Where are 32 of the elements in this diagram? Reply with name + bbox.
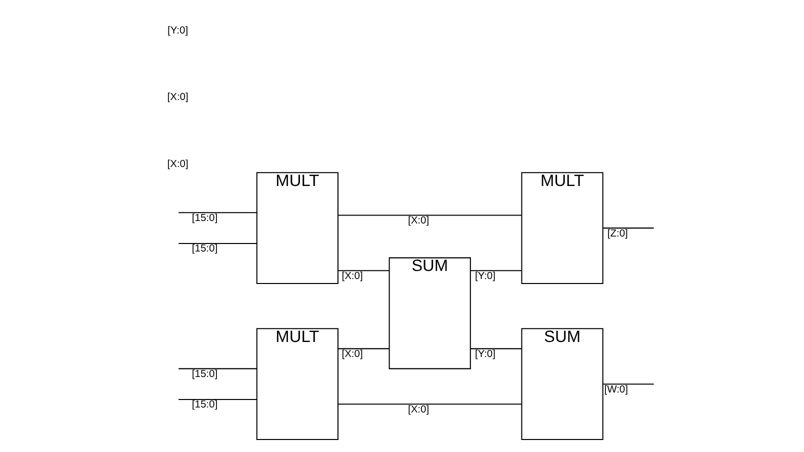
label: [X:0]: [166, 158, 188, 170]
label: [X:0]: [166, 92, 188, 104]
connector: [470, 348, 521, 350]
connector: [338, 348, 388, 350]
connector: [338, 404, 521, 405]
edge-label: [15:0]: [191, 244, 218, 255]
connector: [178, 368, 256, 370]
connector: [338, 214, 521, 216]
node-box: SUM: [520, 328, 603, 440]
connector: [470, 270, 521, 272]
edge-label: [15:0]: [191, 400, 218, 411]
connector: [178, 212, 256, 214]
connector: [178, 242, 256, 244]
connector: [602, 384, 654, 385]
edge-label: [X:0]: [407, 404, 429, 416]
node-box: MULT: [256, 172, 338, 284]
edge-label: [X:0]: [341, 270, 362, 282]
edge-label: [X:0]: [341, 348, 362, 360]
node-box: SUM: [388, 257, 470, 370]
edge-label: [15:0]: [191, 368, 218, 380]
edge-label: [W:0]: [604, 384, 628, 396]
edge-label: [X:0]: [407, 215, 429, 226]
edge-label: [Y:0]: [474, 348, 495, 360]
label: [Y:0]: [167, 26, 188, 37]
connector: [602, 228, 654, 229]
connector: [338, 270, 388, 272]
edge-label: [Z:0]: [606, 228, 628, 240]
node-box: MULT: [520, 172, 603, 284]
edge-label: [Y:0]: [474, 270, 495, 282]
connector: [178, 398, 256, 400]
edge-label: [15:0]: [191, 212, 218, 224]
node-box: MULT: [256, 328, 338, 440]
